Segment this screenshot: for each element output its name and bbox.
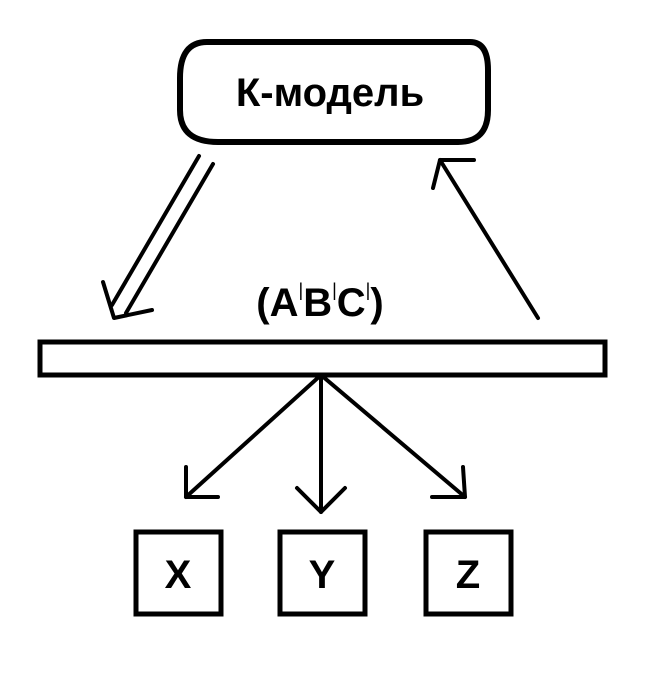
double-arrow-line-right — [124, 162, 215, 315]
tuple-open: ( — [256, 281, 270, 325]
double-arrow-head — [101, 280, 154, 320]
output-label-x: X — [165, 553, 192, 597]
tuple-close: ) — [370, 281, 383, 325]
tuple-part-b: B — [303, 281, 332, 325]
output-label-y: Y — [309, 553, 336, 597]
tuple-mark-b: | — [332, 280, 337, 300]
double-arrow-line-left — [110, 154, 201, 307]
arrow-to-z-line — [319, 373, 467, 499]
output-box-z-frame — [423, 529, 514, 617]
output-box-y: Y — [277, 529, 368, 617]
output-label-z: Z — [456, 553, 480, 597]
arrow-to-x-head — [184, 465, 220, 499]
return-arrow — [431, 158, 540, 320]
return-arrow-head — [431, 158, 476, 190]
tuple-mark-c: | — [366, 280, 371, 300]
model-label: К-модель — [236, 71, 424, 115]
tuple-part-c: C — [337, 281, 366, 325]
arrow-to-z-head — [430, 465, 467, 499]
double-arrow-down — [101, 154, 215, 320]
tuple-mark-a: | — [299, 280, 304, 300]
output-box-x-frame — [133, 529, 224, 617]
output-box-y-frame — [277, 529, 368, 617]
output-box-z: Z — [423, 529, 514, 617]
tuple-label: (A|B|C|) — [256, 280, 383, 325]
system-bar — [37, 339, 608, 378]
output-box-x: X — [133, 529, 224, 617]
return-arrow-line — [438, 158, 540, 320]
model-node-shape — [177, 39, 491, 145]
arrow-to-y-head — [295, 486, 347, 514]
output-arrows — [184, 373, 467, 514]
model-node: К-модель — [177, 39, 491, 145]
tuple-part-a: A — [270, 281, 299, 325]
arrow-to-x-line — [184, 373, 323, 499]
